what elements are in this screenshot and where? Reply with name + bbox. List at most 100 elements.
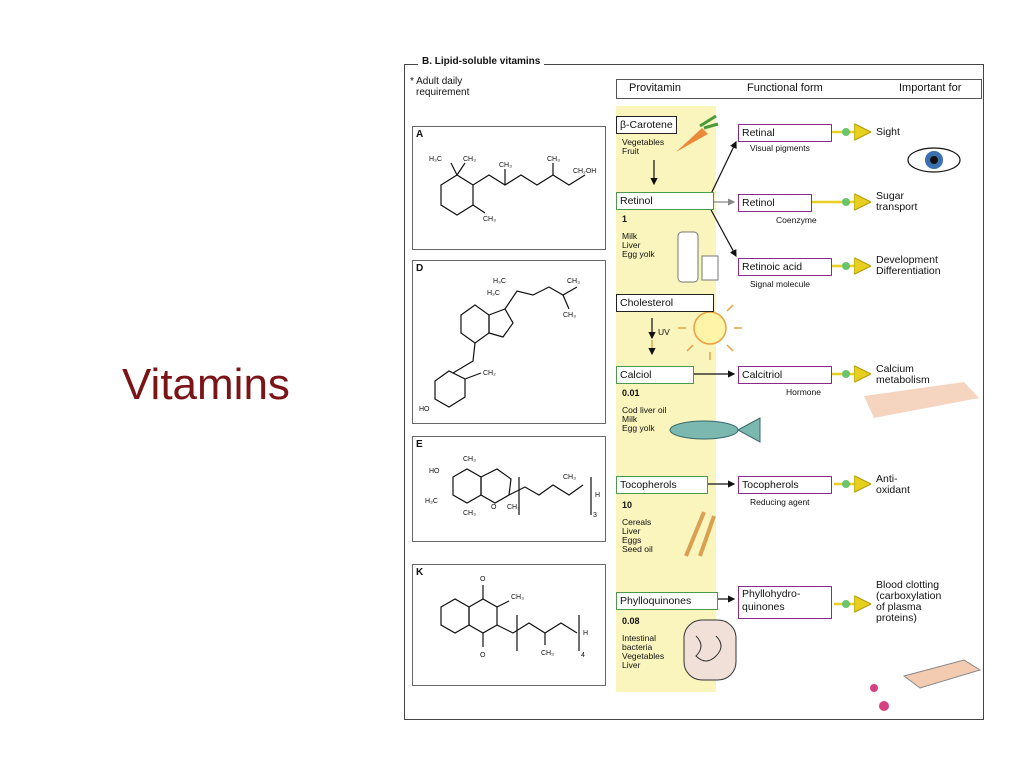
structure-letter: E xyxy=(416,439,423,450)
important-line: metabolism xyxy=(876,374,930,386)
svg-text:H₃C: H₃C xyxy=(493,278,506,285)
svg-text:O: O xyxy=(480,652,486,659)
header-provitamin: Provitamin xyxy=(629,82,681,94)
calcium-metabolism-label: Calcium metabolism xyxy=(876,364,930,386)
cholesterol-box: Cholesterol xyxy=(616,294,714,312)
svg-text:CH₃: CH₃ xyxy=(547,156,560,163)
svg-text:CH₃: CH₃ xyxy=(463,456,476,463)
form-line: Phyllohydro- xyxy=(742,588,801,600)
svg-text:O: O xyxy=(480,576,486,583)
carotene-source: Vegetables xyxy=(622,137,665,147)
svg-text:H: H xyxy=(595,492,600,499)
source-item: bacteria xyxy=(622,642,653,652)
note-line-2: requirement xyxy=(416,87,470,98)
important-line: Differentiation xyxy=(876,265,941,277)
beta-carotene-box: β-Carotene xyxy=(616,116,677,134)
section-title: B. Lipid-soluble vitamins xyxy=(418,56,545,67)
svg-text:O: O xyxy=(491,504,497,511)
calciol-box: Calciol xyxy=(616,366,694,384)
sight-label: Sight xyxy=(876,126,900,138)
finger-blood-icon xyxy=(870,659,982,711)
retinol-role: Coenzyme xyxy=(776,215,817,225)
milk-bottle-icon xyxy=(677,231,719,283)
calciol-amount: 0.01 xyxy=(622,388,640,398)
svg-text:CH₂: CH₂ xyxy=(483,370,496,377)
tocopherols-form-box: Tocopherols xyxy=(738,476,832,494)
source-item: Liver xyxy=(622,526,641,536)
structure-letter: K xyxy=(416,567,424,578)
antioxidant-label: Anti- oxidant xyxy=(876,474,910,496)
source-item: Liver xyxy=(622,660,641,670)
important-line: transport xyxy=(876,201,918,213)
slide-title: Vitamins xyxy=(122,360,290,409)
svg-text:CH₃: CH₃ xyxy=(483,216,496,223)
retinol-form-box: Retinol xyxy=(738,194,812,212)
form-line: quinones xyxy=(742,601,785,613)
important-line: (carboxylation xyxy=(876,590,942,602)
intestine-icon xyxy=(683,619,737,681)
carrot-icon xyxy=(676,114,719,152)
carotene-source: Fruit xyxy=(622,146,639,156)
retinal-role: Visual pigments xyxy=(750,143,810,153)
svg-text:HO: HO xyxy=(419,406,430,413)
blood-clotting-label: Blood clotting (carboxylation of plasma … xyxy=(876,580,941,624)
retinoic-acid-role: Signal molecule xyxy=(750,279,811,289)
important-line: of plasma xyxy=(876,601,922,613)
svg-text:4: 4 xyxy=(581,652,585,659)
calcitriol-role: Hormone xyxy=(786,387,821,397)
svg-text:H₃C: H₃C xyxy=(487,290,500,297)
svg-text:H₃C: H₃C xyxy=(425,498,438,505)
calcitriol-box: Calcitriol xyxy=(738,366,832,384)
phylloquinone-amount: 0.08 xyxy=(622,616,640,626)
important-line: Calcium xyxy=(876,363,914,375)
source-item: Milk xyxy=(622,414,638,424)
phylloquinone-sources: Intestinal bacteria Vegetables Liver xyxy=(622,634,664,670)
source-item: Intestinal xyxy=(622,633,657,643)
svg-text:CH₃: CH₃ xyxy=(463,156,476,163)
retinol-provitamin-box: Retinol xyxy=(616,192,714,210)
retinol-sources: Milk Liver Egg yolk xyxy=(622,232,655,259)
svg-text:CH₂OH: CH₂OH xyxy=(573,168,596,175)
development-label: Development Differentiation xyxy=(876,255,941,277)
source-item: Seed oil xyxy=(622,544,653,554)
structure-letter: A xyxy=(416,129,424,140)
vitamin-figure: B. Lipid-soluble vitamins * Adult daily … xyxy=(404,56,984,720)
svg-text:3: 3 xyxy=(593,512,597,519)
source-item: Cereals xyxy=(622,517,652,527)
structure-letter: D xyxy=(416,263,424,274)
svg-text:HO: HO xyxy=(429,468,440,475)
retinal-box: Retinal xyxy=(738,124,832,142)
important-line: Development xyxy=(876,254,938,266)
svg-text:CH₃: CH₃ xyxy=(541,650,554,657)
header-functional-form: Functional form xyxy=(747,82,823,94)
svg-text:CH₃: CH₃ xyxy=(507,504,520,511)
source-item: Egg yolk xyxy=(622,249,655,259)
adult-requirement-note: * Adult daily requirement xyxy=(410,76,469,98)
calciol-sources: Cod liver oil Milk Egg yolk xyxy=(622,406,666,433)
source-item: Liver xyxy=(622,240,641,250)
svg-text:H: H xyxy=(583,630,588,637)
retinol-amount: 1 xyxy=(622,214,628,224)
pathway-arrows xyxy=(648,114,982,711)
source-item: Cod liver oil xyxy=(622,405,667,415)
important-line: Anti- xyxy=(876,473,898,485)
source-item: Vegetables xyxy=(622,651,665,661)
svg-text:CH₃: CH₃ xyxy=(463,510,476,517)
wheat-icon xyxy=(684,511,716,557)
carotene-sources: Vegetables Fruit xyxy=(622,138,664,156)
source-item: Egg yolk xyxy=(622,423,655,433)
figure-frame xyxy=(404,64,984,720)
tocopherol-sources: Cereals Liver Eggs Seed oil xyxy=(622,518,653,554)
important-line: Blood clotting xyxy=(876,579,940,591)
fish-icon xyxy=(669,417,761,443)
important-line: proteins) xyxy=(876,612,917,624)
phyllohydroquinones-box: Phyllohydro- quinones xyxy=(738,586,832,619)
note-line-1: * Adult daily xyxy=(410,76,463,87)
